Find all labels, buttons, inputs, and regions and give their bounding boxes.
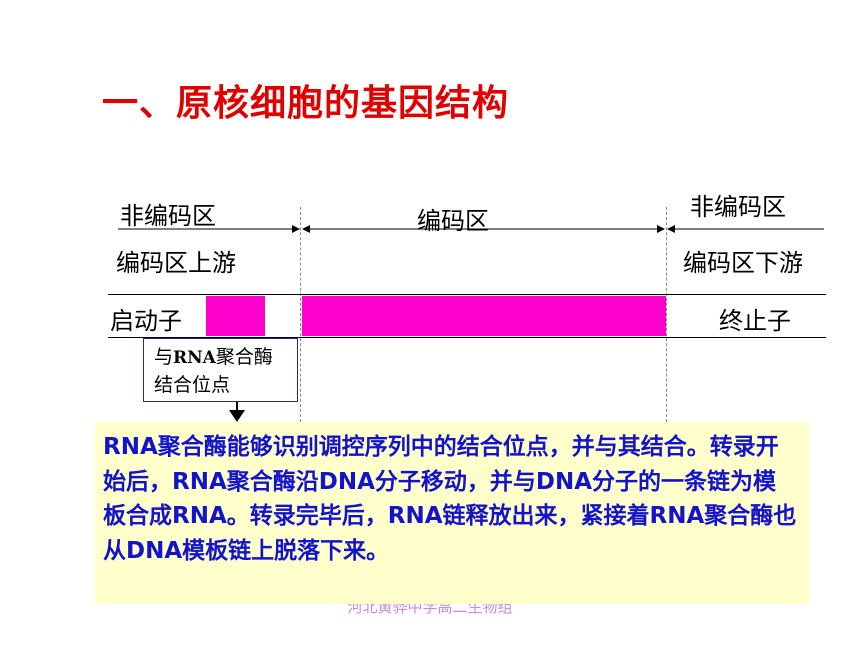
promoter-label: 启动子	[110, 307, 182, 335]
dna-strand-top	[108, 294, 826, 295]
right-noncoding-label: 非编码区	[690, 193, 786, 221]
coding-label: 编码区	[417, 207, 489, 235]
description-box: RNA聚合酶能够识别调控序列中的结合位点，并与其结合。转录开始后，RNA聚合酶沿…	[95, 422, 809, 604]
promoter-binding-segment	[206, 296, 265, 336]
description-text: RNA聚合酶能够识别调控序列中的结合位点，并与其结合。转录开始后，RNA聚合酶沿…	[103, 434, 797, 564]
binding-site-box: 与RNA聚合酶 结合位点	[143, 338, 298, 402]
left-noncoding-label: 非编码区	[120, 202, 216, 230]
coding-segment	[302, 296, 666, 336]
boundary-left	[300, 207, 301, 422]
terminator-label: 终止子	[719, 307, 791, 335]
down-arrow-icon	[229, 410, 245, 422]
dna-strand-bottom	[108, 337, 826, 338]
upstream-label: 编码区上游	[116, 249, 236, 277]
page-title: 一、原核细胞的基因结构	[102, 83, 510, 124]
boundary-right	[666, 207, 667, 422]
downstream-label: 编码区下游	[683, 249, 803, 277]
